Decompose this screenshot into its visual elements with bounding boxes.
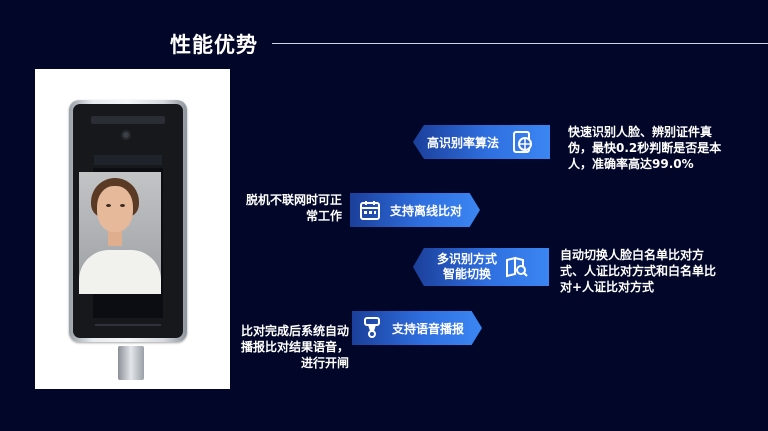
feature-multi-mode-ribbon: 多识别方式 智能切换 xyxy=(413,248,549,286)
feature-description: 脱机不联网时可正常工作 xyxy=(246,193,343,223)
feature-high-accuracy-ribbon: 高识别率算法 xyxy=(413,125,550,159)
device-status-bar xyxy=(94,155,162,165)
face-portrait xyxy=(79,172,161,294)
book-search-icon xyxy=(503,253,531,281)
portrait-face xyxy=(97,186,133,232)
speaker-icon xyxy=(358,314,386,342)
feature-description: 快速识别人脸、辨别证件真伪，最快0.2秒判断是否是本人，准确率高达99.0% xyxy=(568,125,722,171)
portrait-shirt xyxy=(79,250,161,294)
camera-icon xyxy=(121,130,131,140)
feature-description: 自动切换人脸白名单比对方式、人证比对方式和白名单比对+人证比对方式 xyxy=(560,248,717,294)
portrait-neck xyxy=(108,228,122,246)
device-footer xyxy=(95,324,161,326)
feature-label: 高识别率算法 xyxy=(427,135,500,150)
document-globe-icon xyxy=(509,128,537,156)
feature-label: 支持语音播报 xyxy=(392,321,465,336)
device-stand xyxy=(118,346,144,380)
sensor-bar xyxy=(91,116,165,124)
portrait-eye xyxy=(106,204,111,207)
feature-label: 支持离线比对 xyxy=(390,203,463,218)
feature-label: 多识别方式 智能切换 xyxy=(437,252,497,282)
feature-offline-ribbon: 支持离线比对 xyxy=(350,193,480,227)
title-divider xyxy=(272,43,768,44)
device-screen xyxy=(79,168,163,318)
portrait-eye xyxy=(120,204,125,207)
calendar-icon xyxy=(356,196,384,224)
page-title: 性能优势 xyxy=(170,33,258,57)
feature-label-line2: 智能切换 xyxy=(443,267,492,281)
feature-description: 比对完成后系统自动播报比对结果语音，进行开闸 xyxy=(240,324,349,370)
product-photo xyxy=(35,69,230,389)
feature-label-line1: 多识别方式 xyxy=(437,252,498,266)
feature-voice-ribbon: 支持语音播报 xyxy=(352,311,482,345)
